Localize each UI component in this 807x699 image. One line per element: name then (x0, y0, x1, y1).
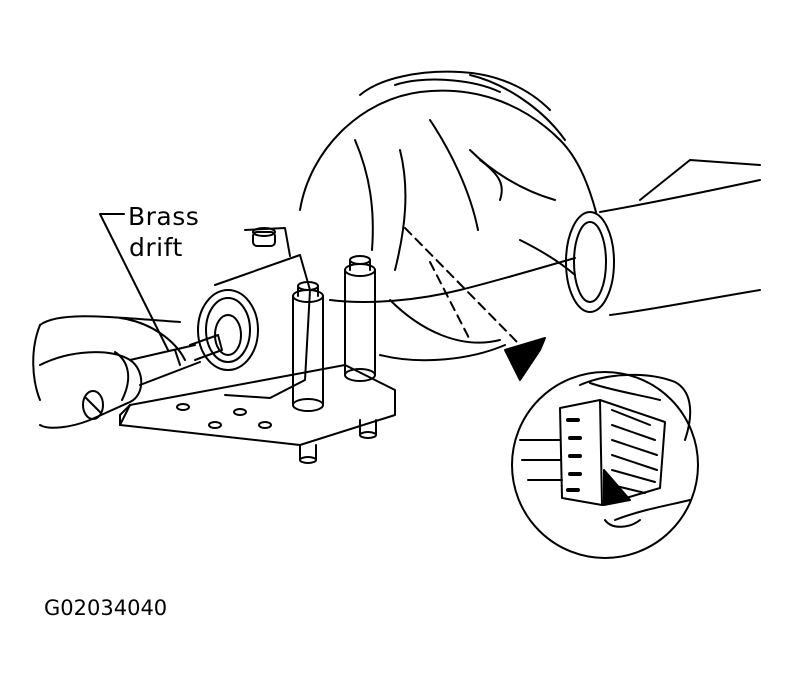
pinion-nose (198, 228, 310, 398)
brass-drift-leader-line (100, 214, 168, 350)
brass-drift-label-line1: Brass (128, 202, 200, 231)
magnified-detail-circle (512, 372, 698, 558)
pointer-wedge (505, 338, 545, 380)
brass-drift-tool (40, 335, 222, 428)
figure-code: G02034040 (44, 596, 168, 620)
differential-housing (300, 72, 596, 361)
brass-drift-label-line2: drift (129, 233, 183, 262)
holding-fixture-plate (120, 365, 395, 463)
dashed-guide-lines (405, 228, 520, 345)
right-axle-tube (566, 160, 760, 315)
mounting-studs (293, 256, 375, 411)
